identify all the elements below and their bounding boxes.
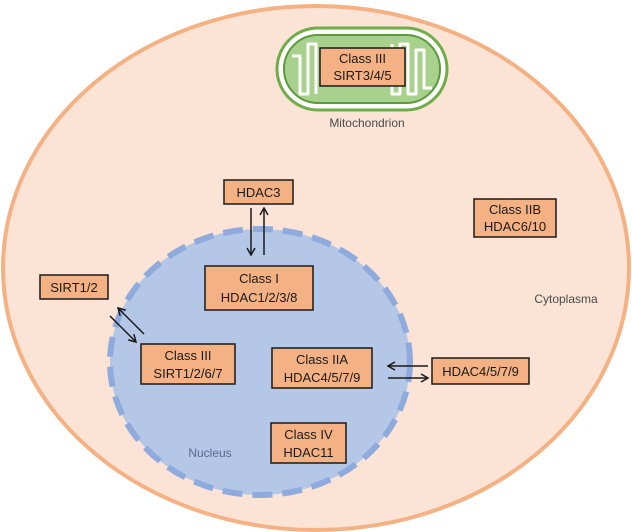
box-class-iv: Class IV HDAC11 [270, 422, 347, 464]
svg-text:Class IIA: Class IIA [296, 352, 348, 367]
arrow-sirt-to-nucleus [109, 315, 138, 344]
svg-text:SIRT1/2: SIRT1/2 [50, 280, 97, 295]
svg-text:HDAC11: HDAC11 [283, 445, 333, 460]
box-sirt1-2: SIRT1/2 [39, 274, 109, 300]
box-hdac3: HDAC3 [223, 179, 294, 205]
svg-text:HDAC1/2/3/8: HDAC1/2/3/8 [221, 290, 298, 305]
svg-text:Class III: Class III [339, 51, 386, 66]
svg-text:Class III: Class III [165, 348, 212, 363]
cytoplasma-label: Cytoplasma [534, 292, 598, 306]
mitochondrion-label: Mitochondrion [329, 116, 404, 130]
nucleus-label: Nucleus [188, 446, 231, 460]
box-mitochondrial-class-iii: Class III SIRT3/4/5 [319, 47, 406, 87]
svg-text:Class IV: Class IV [284, 427, 333, 442]
box-hdac4-5-7-9: HDAC4/5/7/9 [431, 357, 530, 385]
svg-text:SIRT3/4/5: SIRT3/4/5 [333, 68, 391, 83]
svg-text:Class IIB: Class IIB [489, 202, 541, 217]
svg-text:HDAC3: HDAC3 [236, 185, 280, 200]
box-nuclear-class-iii: Class III SIRT1/2/6/7 [140, 343, 236, 385]
svg-text:SIRT1/2/6/7: SIRT1/2/6/7 [153, 366, 222, 381]
svg-text:HDAC4/5/7/9: HDAC4/5/7/9 [442, 364, 519, 379]
mitochondrion-cristae [292, 42, 432, 96]
box-class-iib: Class IIB HDAC6/10 [473, 198, 557, 238]
svg-text:HDAC6/10: HDAC6/10 [484, 219, 546, 234]
box-class-i: Class I HDAC1/2/3/8 [204, 265, 314, 311]
svg-text:HDAC4/5/7/9: HDAC4/5/7/9 [284, 370, 361, 385]
box-class-iia: Class IIA HDAC4/5/7/9 [271, 347, 373, 389]
svg-text:Class I: Class I [239, 271, 279, 286]
arrow-nucleus-to-sirt [116, 306, 145, 335]
